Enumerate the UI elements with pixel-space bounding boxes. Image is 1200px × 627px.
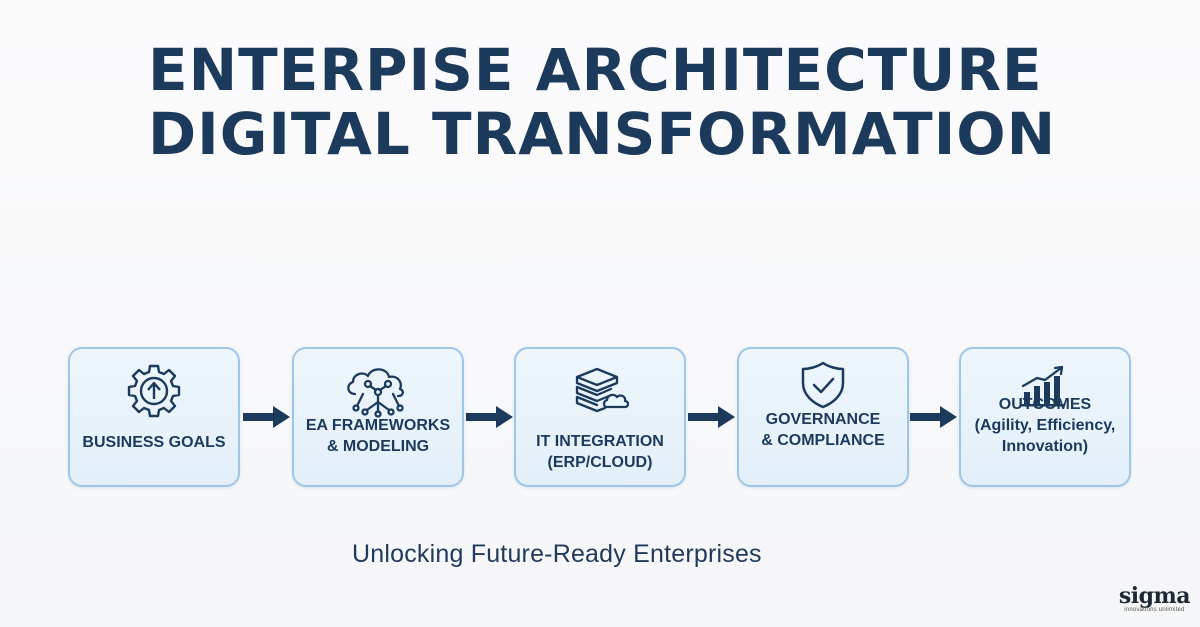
flow-arrow-icon: [910, 406, 957, 428]
cloud-network-icon: [343, 363, 413, 419]
step-label-line: OUTCOMES: [998, 396, 1092, 413]
flow-arrow-icon: [688, 406, 735, 428]
step-label-line: Innovation): [1001, 438, 1089, 455]
step-governance: GOVERNANCE & COMPLIANCE: [737, 347, 909, 487]
gear-arrow-icon: [119, 363, 189, 419]
step-it-integration: IT INTEGRATION (ERP/CLOUD): [514, 347, 686, 487]
title-line-2: DIGITAL TRANSFORMATION: [148, 100, 1057, 168]
logo-tagline: innovations unlimited: [1124, 607, 1185, 613]
step-label-line: & COMPLIANCE: [761, 432, 885, 449]
step-label: GOVERNANCE & COMPLIANCE: [743, 409, 903, 451]
step-label-line: BUSINESS GOALS: [82, 434, 226, 451]
flow-arrow-icon: [466, 406, 513, 428]
server-cloud-icon: [565, 363, 635, 419]
step-label: EA FRAMEWORKS & MODELING: [298, 415, 458, 457]
step-label-line: GOVERNANCE: [765, 411, 881, 428]
step-label: OUTCOMES (Agility, Efficiency, Innovatio…: [965, 394, 1125, 457]
step-label-line: & MODELING: [326, 438, 430, 455]
page-title: ENTERPISE ARCHITECTURE DIGITAL TRANSFORM…: [148, 38, 1056, 166]
step-ea-frameworks: EA FRAMEWORKS & MODELING: [292, 347, 464, 487]
step-label: BUSINESS GOALS: [74, 432, 234, 453]
logo-brand: sigma: [1118, 583, 1191, 609]
step-label: IT INTEGRATION (ERP/CLOUD): [520, 431, 680, 473]
flow-arrow-icon: [243, 406, 290, 428]
step-business-goals: BUSINESS GOALS: [68, 347, 240, 487]
shield-check-icon: [788, 357, 858, 413]
sigma-logo: sigma innovations unlimited: [1118, 583, 1191, 613]
step-label-line: (ERP/CLOUD): [547, 454, 653, 471]
tagline: Unlocking Future-Ready Enterprises: [352, 540, 762, 568]
step-label-line: IT INTEGRATION: [536, 433, 664, 450]
growth-chart-icon: [1010, 357, 1080, 413]
step-outcomes: OUTCOMES (Agility, Efficiency, Innovatio…: [959, 347, 1131, 487]
title-line-1: ENTERPISE ARCHITECTURE: [148, 36, 1043, 104]
step-label-line: (Agility, Efficiency,: [974, 417, 1116, 434]
step-label-line: EA FRAMEWORKS: [305, 417, 451, 434]
